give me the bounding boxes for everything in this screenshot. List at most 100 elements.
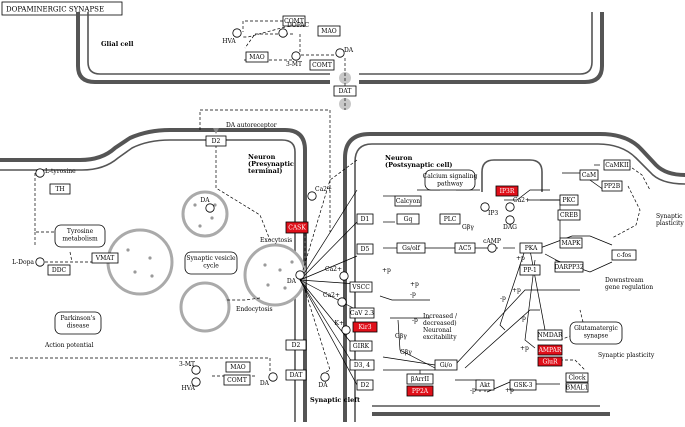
compound-mt3-bottom[interactable]: 3-MT — [179, 361, 201, 375]
gene-cfos[interactable]: c-fos — [611, 249, 637, 261]
gene-clock[interactable]: Clock — [565, 372, 589, 383]
annotation-neuronal-line3: Neuronal — [423, 327, 452, 334]
action-potential-label: Action potential — [44, 342, 94, 349]
gene-cam[interactable]: CaM — [579, 169, 599, 181]
postsynaptic-membrane — [343, 132, 685, 422]
gene-ac5[interactable]: AC5 — [454, 242, 476, 254]
gene-cav[interactable]: CaV 2.3 — [349, 307, 375, 319]
gene-gsk3[interactable]: GSK-3 — [509, 379, 537, 391]
gene-gsgolf[interactable]: Gs/olf — [396, 242, 426, 254]
compound-da-bottom[interactable]: DA — [260, 372, 278, 387]
gene-label-pp1: PP-1 — [523, 267, 537, 274]
gene-vscc[interactable]: VSCC — [349, 281, 373, 293]
gene-kcnj[interactable]: Kir3 — [352, 321, 378, 333]
compound-ca-post2[interactable]: Ca2+ — [323, 292, 347, 307]
gene-ampar[interactable]: AMPAR — [538, 344, 563, 356]
gene-bmal1[interactable]: BMAL1 — [565, 382, 589, 393]
compound-dopac[interactable]: DOPAC — [278, 22, 310, 38]
gene-plc[interactable]: PLC — [439, 213, 461, 225]
gene-nmdar[interactable]: NMDAR — [537, 329, 563, 341]
gene-comt-glial-bottom[interactable]: COMT — [309, 59, 335, 71]
gene-d2-pre[interactable]: D2 — [285, 339, 307, 351]
compound-hva-bottom[interactable]: HVA — [182, 377, 201, 392]
pathway-label-vesicle-line2: cycle — [203, 263, 219, 270]
gene-akt[interactable]: Akt — [475, 379, 495, 391]
compound-l-dopa[interactable]: L-Dopa — [12, 257, 45, 267]
gene-d5[interactable]: D5 — [356, 243, 374, 255]
pathway-label-parkinson-line2: disease — [67, 323, 90, 330]
gene-label-d5: D5 — [361, 246, 370, 253]
compound-hva-top[interactable]: HVA — [222, 28, 242, 45]
gene-label-vscc: VSCC — [351, 284, 370, 291]
gene-pkc[interactable]: PKC — [559, 194, 579, 206]
gene-mao-pre[interactable]: MAO — [225, 361, 251, 373]
gene-d1[interactable]: D1 — [356, 213, 374, 225]
gene-caskin[interactable]: CASK — [285, 221, 309, 234]
glial-membrane — [76, 12, 604, 84]
compound-camp[interactable]: cAMP — [483, 238, 501, 253]
compound-label-ca-er: Ca2+ — [513, 197, 530, 204]
annotation-gbg2: Gβγ — [395, 333, 407, 340]
er-compartment — [481, 159, 543, 192]
gene-comt-glial-top[interactable]: COMT — [282, 15, 306, 27]
gene-d2-post[interactable]: D2 — [356, 379, 374, 391]
compound-da-exo[interactable]: DA — [287, 270, 305, 285]
gene-kainate[interactable]: GluR — [537, 356, 563, 367]
gene-label-kainate: GluR — [542, 359, 558, 366]
gene-d34[interactable]: D3, 4 — [349, 359, 375, 371]
gene-label-pkc: PKC — [563, 197, 576, 204]
gene-pp1[interactable]: PP-1 — [519, 264, 541, 276]
annotation-synaptic-plasticity-2: plasticity — [656, 220, 684, 227]
gene-calcyon[interactable]: Calcyon — [394, 195, 422, 207]
gene-dat-glial[interactable]: DAT — [333, 85, 357, 97]
gene-label-dat-glial: DAT — [339, 88, 352, 95]
compound-label-dopac: DOPAC — [287, 22, 310, 29]
gene-camkii[interactable]: CaMKII — [603, 159, 631, 171]
gene-label-nmdar: NMDAR — [537, 332, 563, 339]
compound-k-post[interactable]: K+ — [334, 320, 351, 335]
gene-gio[interactable]: Gi/o — [434, 359, 458, 371]
gene-th[interactable]: TH — [49, 183, 71, 195]
gene-pp2b[interactable]: PP2B — [601, 180, 623, 192]
gene-dat-pre[interactable]: DAT — [285, 369, 307, 381]
gene-label-akt: Akt — [479, 382, 491, 389]
compound-da-cleft[interactable]: DA — [318, 372, 330, 389]
gene-baiii[interactable]: βArrII — [406, 373, 434, 385]
gene-ddc[interactable]: DDC — [47, 264, 71, 276]
compound-ca-post1[interactable]: Ca2+ — [325, 266, 349, 281]
compound-mt3-top[interactable]: 3-MT — [286, 51, 302, 68]
presynaptic-membrane — [0, 128, 307, 422]
gene-mapk[interactable]: MAPK — [559, 237, 583, 249]
gene-darpp32[interactable]: DARPP32 — [554, 261, 584, 273]
gene-vmat[interactable]: VMAT — [91, 252, 119, 264]
compound-dag[interactable]: DAG — [503, 215, 517, 231]
compound-l-tyrosine[interactable]: L-tyrosine — [35, 168, 76, 178]
gene-pka[interactable]: PKA — [519, 242, 543, 254]
gene-mao-glial-bottom[interactable]: MAO — [245, 51, 269, 63]
gene-label-mapk: MAPK — [562, 240, 582, 247]
presynaptic-label-1: Neuron — [248, 153, 276, 161]
compound-da-glial[interactable]: DA — [335, 47, 354, 58]
compound-ip3[interactable]: IP3 — [480, 202, 499, 217]
gene-label-calcyon: Calcyon — [396, 198, 420, 205]
gene-girk[interactable]: GIRK — [349, 340, 373, 352]
pathway-label-glutamatergic-line1: Glutamatergic — [574, 325, 618, 332]
compound-label-ca-post1: Ca2+ — [325, 266, 342, 273]
gene-label-d2-post: D2 — [361, 382, 370, 389]
compound-ca-er[interactable]: Ca2+ — [505, 197, 530, 212]
diagram-title: DOPAMINERGIC SYNAPSE — [6, 6, 104, 14]
gene-pp2a[interactable]: PP2A — [406, 385, 434, 397]
gene-creb[interactable]: CREB — [557, 209, 581, 221]
gene-mao-glial-top[interactable]: MAO — [317, 25, 341, 37]
gene-d2-auto[interactable]: D2 — [205, 135, 227, 147]
gene-comt-pre[interactable]: COMT — [223, 374, 251, 386]
compound-ca-pre[interactable]: Ca2+ — [307, 186, 332, 201]
gene-ip3r[interactable]: IP3R — [495, 185, 519, 197]
compound-da-ves[interactable]: DA — [200, 197, 215, 213]
gene-gq[interactable]: Gq — [396, 213, 420, 225]
